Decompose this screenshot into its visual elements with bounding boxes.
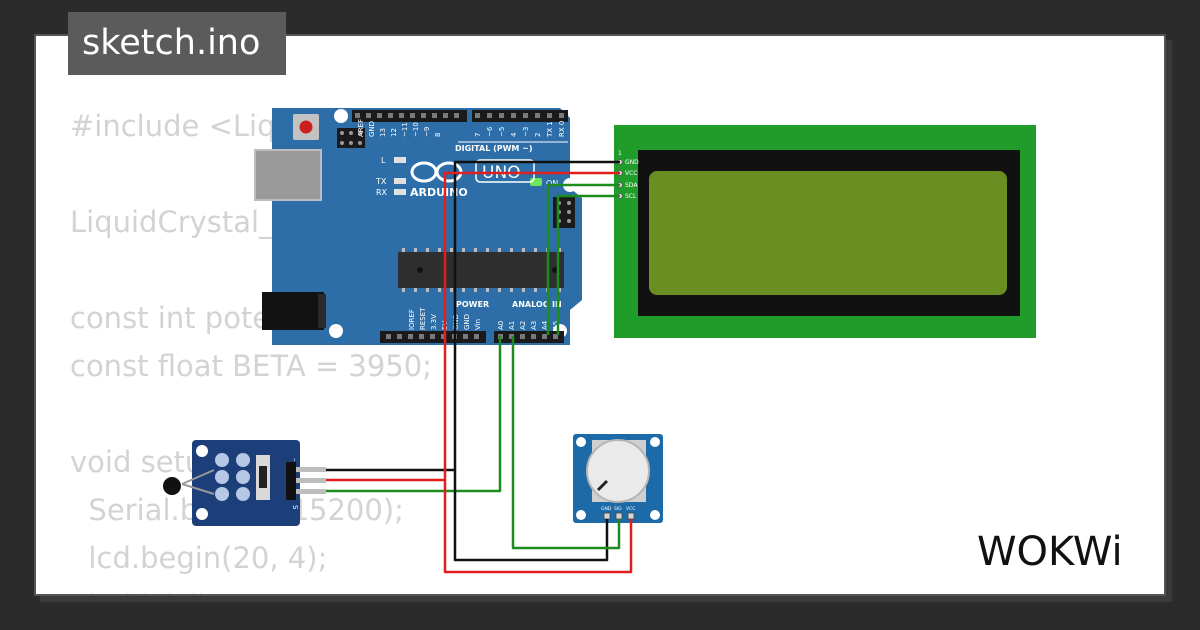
ntc-pin-label: – <box>291 458 299 462</box>
pin-label: A4 <box>541 320 549 330</box>
usb-connector <box>255 150 321 200</box>
ntc-temperature-sensor[interactable]: – S <box>163 440 326 526</box>
code-line: lcd.begin(20, 4); <box>70 541 328 575</box>
pin-label: ~11 <box>401 122 409 137</box>
pin-label: GND <box>368 121 376 137</box>
pin-label: A3 <box>530 321 538 330</box>
pin-label: IOREF <box>408 309 416 330</box>
mount-hole <box>329 324 343 338</box>
pin-label: 2 <box>534 133 542 137</box>
lcd-pin-label: VCC <box>625 170 637 177</box>
pin-label: A0 <box>497 321 505 330</box>
digital-header <box>472 110 568 122</box>
code-line: const float BETA = 3950; <box>70 349 432 383</box>
pin-label: ~5 <box>498 127 506 137</box>
wire-green <box>546 183 620 335</box>
led-label: L <box>381 156 386 165</box>
pin-label: RESET <box>419 307 427 330</box>
arduino-brand: ARDUINO <box>410 186 468 199</box>
pin-label: TX 1 <box>546 121 554 138</box>
potentiometer-knob[interactable] <box>586 439 650 503</box>
mount-hole <box>334 109 348 123</box>
wire-black <box>453 470 609 562</box>
power-jack <box>262 292 324 330</box>
led-tx <box>394 178 406 184</box>
pin-label: AREF <box>357 119 365 137</box>
lcd-pin-label: GND <box>625 159 639 166</box>
pin-label: ~10 <box>412 122 420 137</box>
lcd-display[interactable]: 1 GND VCC SDA SCL <box>614 125 1036 338</box>
on-label: ON <box>546 179 558 188</box>
code-line: lcd.init(); <box>70 582 570 594</box>
potentiometer[interactable]: GND SIG VCC <box>573 434 663 523</box>
wire-green <box>556 194 620 335</box>
atmega-chip <box>398 252 564 288</box>
digital-label: DIGITAL (PWM ~) <box>455 144 533 153</box>
svg-text:WOKWi: WOKWi <box>977 529 1123 575</box>
file-tab[interactable]: sketch.ino <box>68 12 286 75</box>
pin-label: ~6 <box>486 126 494 137</box>
lcd-screen <box>649 171 1007 295</box>
pin-label: 8 <box>434 133 442 137</box>
pin-label: Vin <box>474 319 482 330</box>
pin-label: 7 <box>474 133 482 137</box>
pin-label: 13 <box>379 128 387 137</box>
led-rx <box>394 189 406 195</box>
wires <box>326 160 633 574</box>
wire-green <box>511 336 621 550</box>
led-l <box>394 157 406 163</box>
arduino-uno-board[interactable]: AREF GND 13 12 ~11 ~10 ~9 8 7 ~6 ~5 4 ~3… <box>254 108 582 345</box>
pin-label: GND <box>463 314 471 330</box>
wire-red <box>443 171 620 480</box>
thermistor-icon <box>163 477 181 495</box>
ntc-pin-label: S <box>291 505 299 510</box>
lcd-pin-label: SCL <box>625 193 637 200</box>
icsp-header <box>553 197 575 228</box>
analog-label: ANALOG IN <box>512 300 562 309</box>
led-label: RX <box>376 188 388 197</box>
pin-label: RX 0 <box>558 121 566 137</box>
pot-pin-label: SIG <box>614 506 622 512</box>
pin-label: A2 <box>519 321 527 330</box>
led-label: TX <box>375 177 387 186</box>
icsp-header <box>337 128 365 148</box>
power-label: POWER <box>456 300 489 309</box>
pot-pin-label: GND <box>601 506 612 512</box>
lcd-pin-label: SDA <box>625 182 638 189</box>
pot-pin-label: VCC <box>626 506 635 512</box>
pin-label: ~3 <box>522 127 530 137</box>
pin-label: 3.3V <box>430 314 438 330</box>
wokwi-logo: WOKWi <box>977 529 1123 575</box>
wire-red <box>326 478 633 574</box>
pin-label: A5 <box>552 321 560 330</box>
pin-label: A1 <box>508 321 516 330</box>
pin-label: 4 <box>510 132 518 137</box>
pin-label: 12 <box>390 128 398 137</box>
wire-green <box>326 336 502 493</box>
wire-black <box>326 160 620 472</box>
pin-label: ~9 <box>423 127 431 137</box>
lcd-pin1-label: 1 <box>618 150 622 157</box>
